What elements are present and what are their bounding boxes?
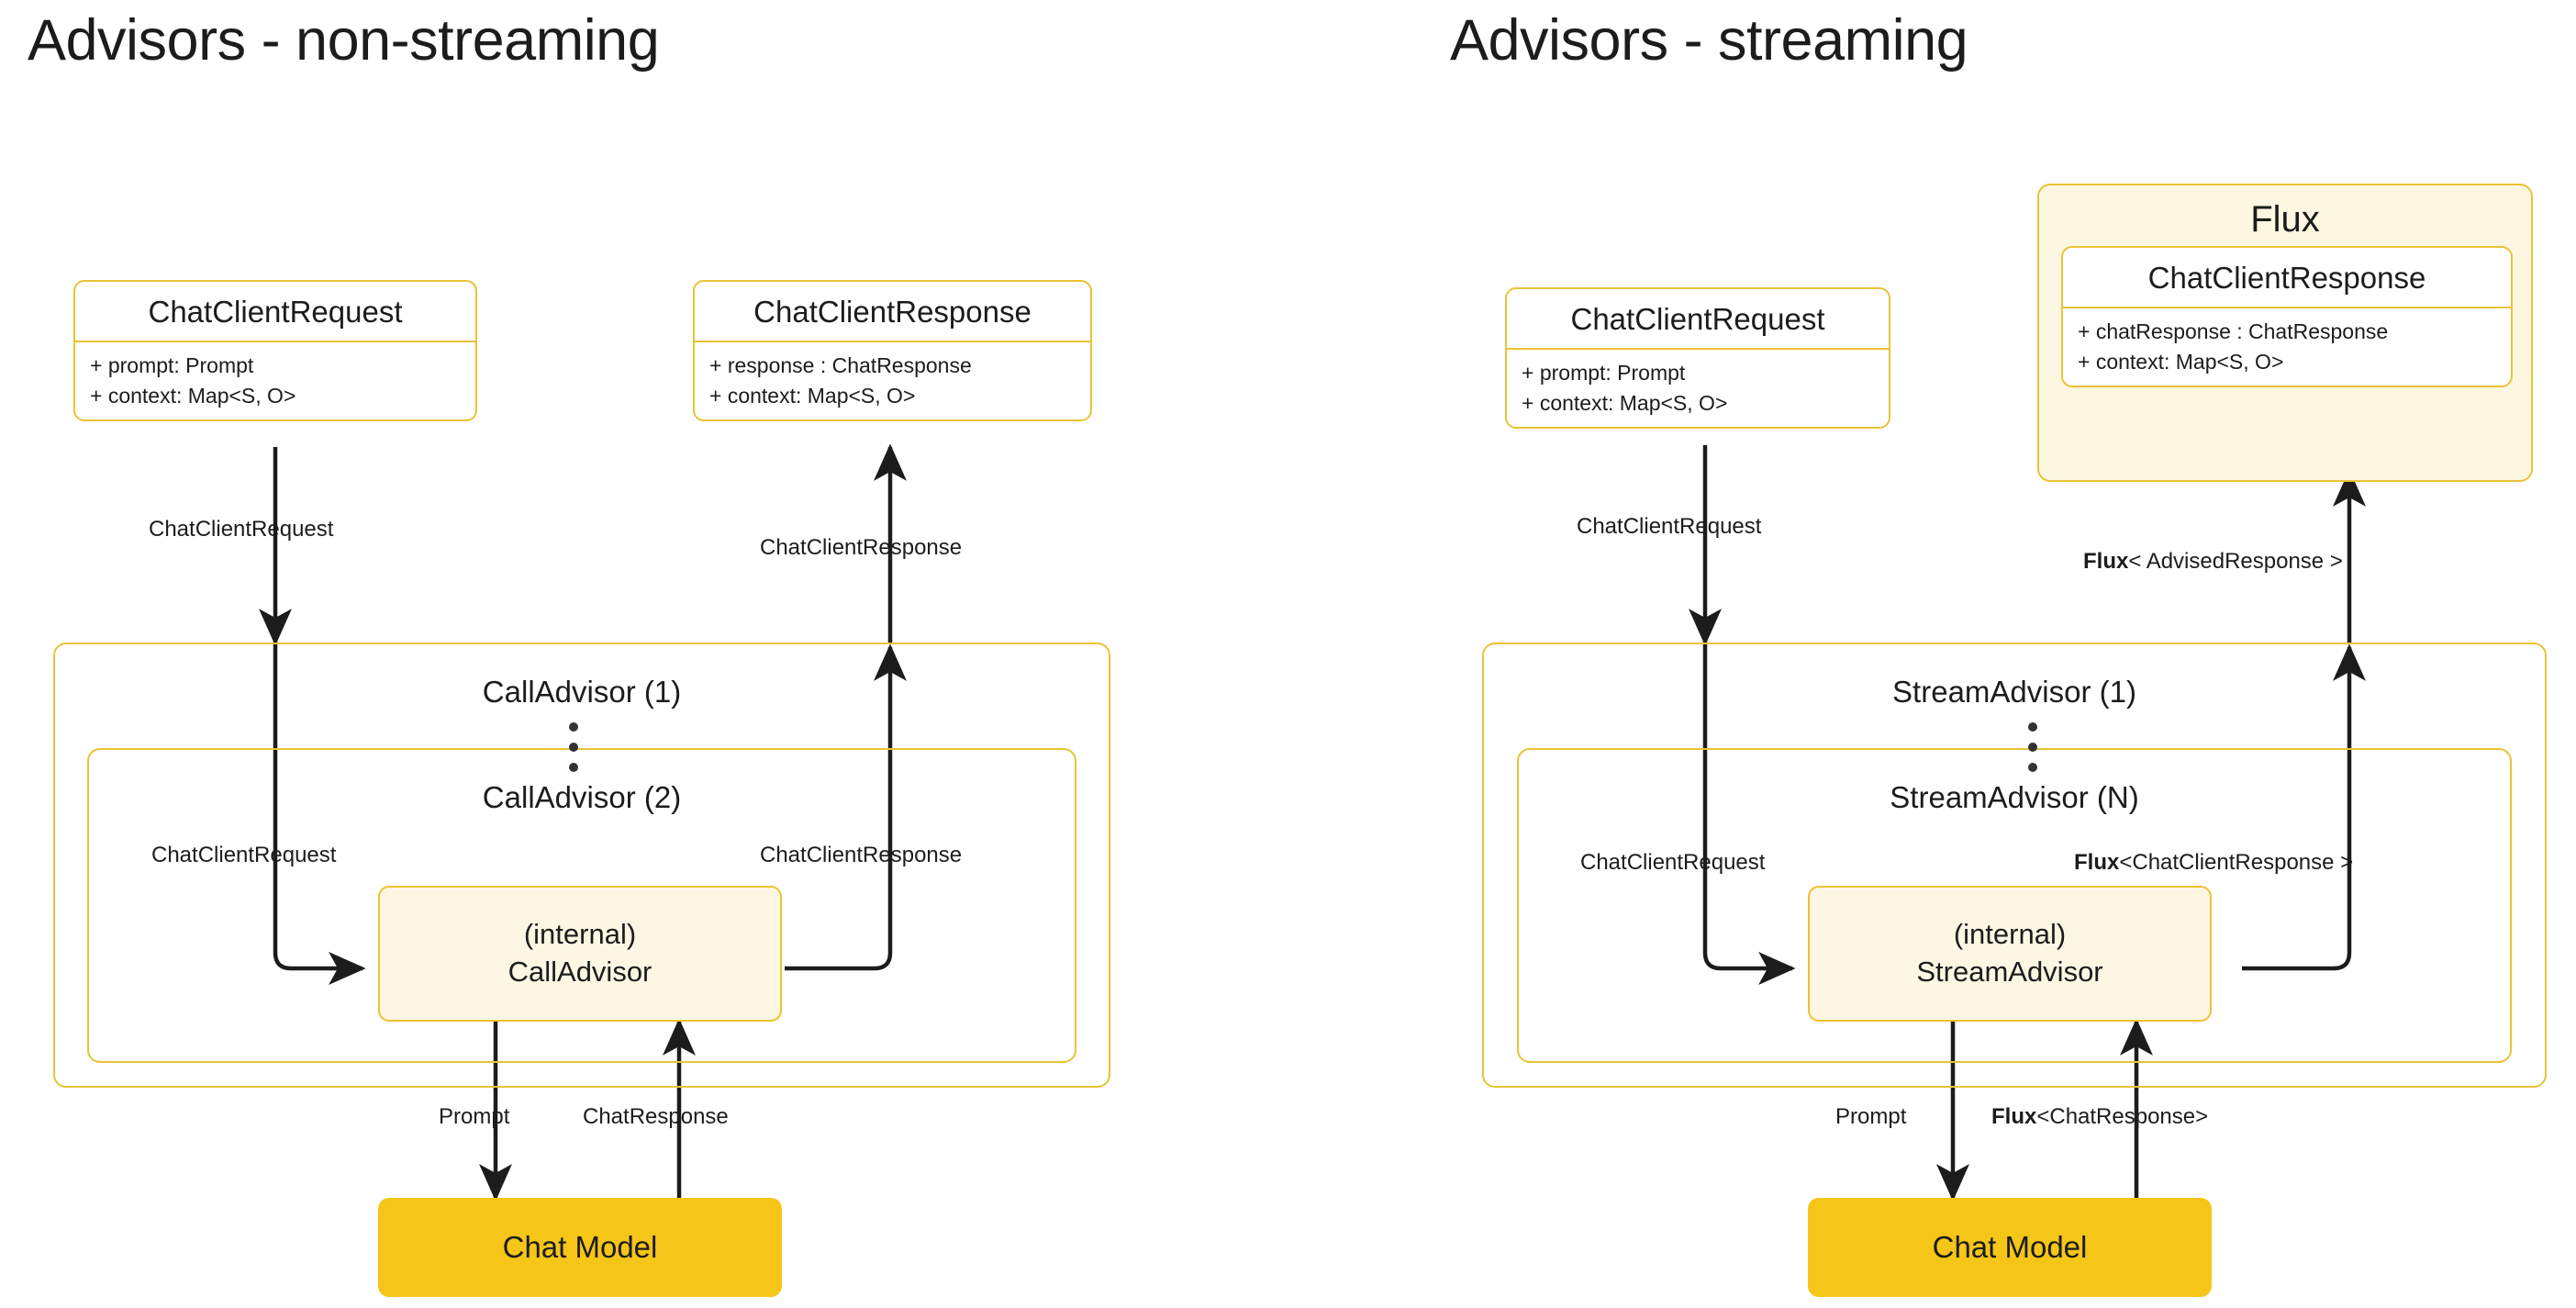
class-attributes: + response : ChatResponse + context: Map… (695, 342, 1090, 419)
internal-advisor-line2: StreamAdvisor (1916, 956, 2103, 988)
class-title: ChatClientResponse (695, 282, 1090, 342)
edge-label-model-out: ChatResponse (583, 1104, 729, 1129)
class-attribute: + chatResponse : ChatResponse (2078, 319, 2389, 343)
edge-label-response-out: Flux< AdvisedResponse > (2083, 551, 2343, 573)
advisor-outer-container (1482, 643, 2547, 1088)
advisor-outer-label: CallAdvisor (1) (482, 675, 682, 709)
panel-streaming: Advisors - streaming ChatClientRequest +… (1432, 0, 2576, 1308)
panel-non-streaming: Advisors - non-streaming ChatClientReque (0, 0, 1285, 1308)
advisor-inner-container (87, 748, 1076, 1063)
class-box-chat-client-response: ChatClientResponse + response : ChatResp… (693, 280, 1092, 422)
edge-label-inner-response: ChatClientResponse (760, 843, 963, 867)
edge-label-model-out: Flux<ChatResponse> (1991, 1106, 2208, 1128)
class-box-chat-client-request: ChatClientRequest + prompt: Prompt + con… (1505, 287, 1890, 430)
class-box-chat-client-response: ChatClientResponse + chatResponse : Chat… (2061, 246, 2513, 388)
internal-advisor-line1: (internal) (523, 918, 637, 951)
page-title-streaming: Advisors - streaming (1450, 8, 1968, 73)
advisor-outer-container (53, 643, 1110, 1088)
class-title: ChatClientRequest (75, 282, 475, 342)
edge-label-inner-request: ChatClientRequest (151, 843, 337, 867)
edge-label-request-in: ChatClientRequest (149, 517, 334, 542)
class-title: ChatClientRequest (1507, 289, 1889, 350)
class-attribute: + context: Map<S, O> (2078, 349, 2284, 374)
edge-label-model-in: Prompt (1835, 1104, 1907, 1129)
page-title-non-streaming: Advisors - non-streaming (28, 8, 660, 73)
internal-advisor-line1: (internal) (1953, 918, 2067, 951)
class-attribute: + context: Map<S, O> (1522, 390, 1728, 415)
edge-label-request-in: ChatClientRequest (1577, 514, 1762, 539)
flux-label: Flux (2250, 199, 2320, 240)
internal-advisor-box: (internal) CallAdvisor (378, 886, 782, 1022)
class-attribute: + context: Map<S, O> (709, 383, 916, 408)
edge-label-model-out-rest: <ChatResponse> (2036, 1104, 2209, 1129)
class-attributes: + prompt: Prompt + context: Map<S, O> (75, 342, 475, 419)
class-attributes: + chatResponse : ChatResponse + context:… (2063, 308, 2511, 386)
class-attribute: + prompt: Prompt (1522, 361, 1686, 385)
class-attributes: + prompt: Prompt + context: Map<S, O> (1507, 350, 1889, 427)
chat-model-box: Chat Model (1808, 1198, 2212, 1297)
advisor-inner-label: CallAdvisor (2) (482, 780, 682, 814)
class-title: ChatClientResponse (2063, 248, 2511, 308)
vertical-ellipsis-icon (2028, 722, 2037, 772)
class-attribute: + context: Map<S, O> (90, 383, 296, 408)
vertical-ellipsis-icon (569, 722, 578, 772)
advisor-inner-container (1517, 748, 2512, 1063)
edge-label-inner-response: Flux<ChatClientResponse > (2074, 852, 2353, 874)
edge-label-model-out-bold: Flux (1991, 1104, 2037, 1129)
internal-advisor-line2: CallAdvisor (507, 956, 652, 988)
class-attribute: + response : ChatResponse (709, 353, 972, 377)
edge-label-response-out-rest: < AdvisedResponse > (2128, 549, 2343, 574)
edge-label-inner-response-rest: <ChatClientResponse > (2119, 850, 2354, 875)
class-box-chat-client-request: ChatClientRequest + prompt: Prompt + con… (73, 280, 477, 422)
edge-label-response-out-bold: Flux (2083, 549, 2129, 574)
advisor-outer-label: StreamAdvisor (1) (1892, 675, 2136, 709)
flux-wrapper-box: Flux ChatClientResponse + chatResponse :… (2037, 184, 2533, 482)
edge-label-inner-response-bold: Flux (2074, 850, 2120, 875)
edge-label-inner-request: ChatClientRequest (1580, 850, 1766, 875)
class-attribute: + prompt: Prompt (90, 353, 254, 377)
internal-advisor-box: (internal) StreamAdvisor (1808, 886, 2212, 1022)
advisor-inner-label: StreamAdvisor (N) (1890, 780, 2139, 814)
chat-model-box: Chat Model (378, 1198, 782, 1297)
edge-label-model-in: Prompt (439, 1104, 510, 1129)
edge-label-response-out: ChatClientResponse (760, 535, 963, 560)
